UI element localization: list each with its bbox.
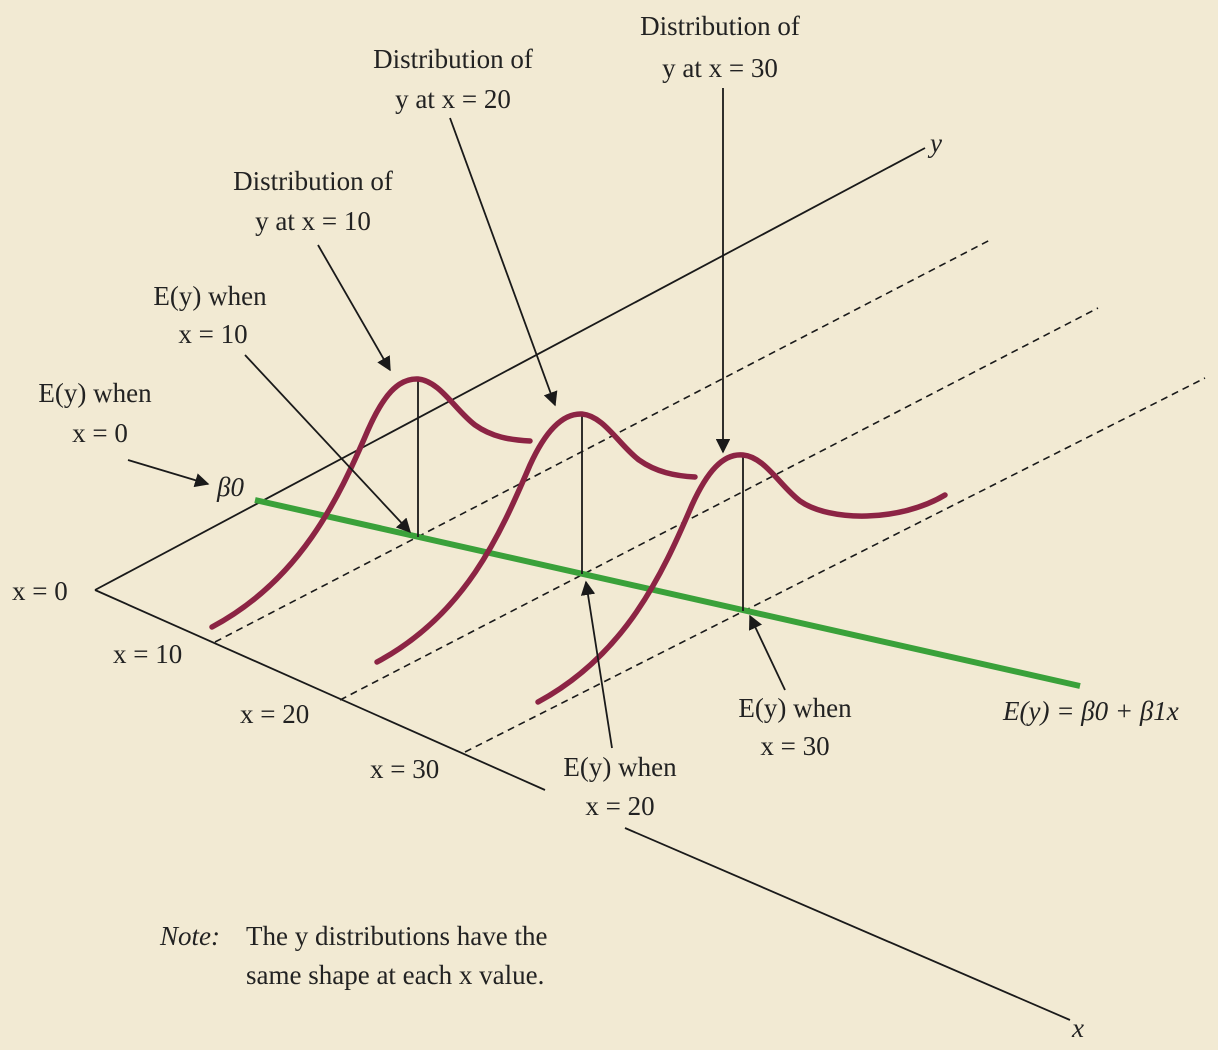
ey-x10-label-line1: E(y) when <box>153 281 267 311</box>
regression-line <box>254 497 1081 689</box>
dist-x10-label-line2: y at x = 10 <box>255 206 371 236</box>
note-line1: The y distributions have the <box>246 921 547 951</box>
ey-x20-label-line2: x = 20 <box>585 791 654 821</box>
dashed-guide-x10 <box>214 239 991 643</box>
note-line2: same shape at each x value. <box>246 960 544 990</box>
y-axis-label: y <box>927 128 942 158</box>
pointer-dist-x20 <box>449 117 558 407</box>
pointer-ey-x0 <box>127 459 210 488</box>
dashed-guide-x30 <box>464 377 1206 753</box>
y-axis-line <box>94 147 926 591</box>
note-label: Note: <box>159 921 220 951</box>
x-axis-line-upper <box>94 589 546 791</box>
ey-x0-label-line1: E(y) when <box>38 378 152 408</box>
ey-x20-label-line1: E(y) when <box>563 752 677 782</box>
origin-label: x = 0 <box>12 576 68 606</box>
beta0-label: β0 <box>216 472 244 502</box>
distribution-curve-x30 <box>535 452 948 705</box>
dashed-guide-x20 <box>339 307 1099 701</box>
pointer-ey-x20 <box>580 580 613 749</box>
distribution-curve-x10 <box>209 376 533 630</box>
ey-x30-label-line2: x = 30 <box>760 731 829 761</box>
dist-x30-label-line2: y at x = 30 <box>662 53 778 83</box>
pointer-ey-x30 <box>749 614 786 691</box>
dist-x10-label-line1: Distribution of <box>233 166 393 196</box>
x-axis-label: x <box>1071 1013 1084 1043</box>
pointer-dist-x10 <box>317 244 391 372</box>
tick-label-x30: x = 30 <box>370 754 439 784</box>
tick-label-x20: x = 20 <box>240 699 309 729</box>
dist-x20-label-line1: Distribution of <box>373 44 533 74</box>
distribution-curve-x20 <box>374 411 698 665</box>
regression-equation: E(y) = β0 + β1x <box>1002 696 1179 726</box>
dist-x20-label-line2: y at x = 20 <box>395 84 511 114</box>
pointer-ey-x10 <box>244 354 411 534</box>
ey-x10-label-line2: x = 10 <box>178 319 247 349</box>
dist-x30-label-line1: Distribution of <box>640 11 800 41</box>
ey-x0-label-line2: x = 0 <box>72 418 128 448</box>
ey-x30-label-line1: E(y) when <box>738 693 852 723</box>
tick-label-x10: x = 10 <box>113 639 182 669</box>
x-axis-line-lower <box>624 827 1071 1021</box>
